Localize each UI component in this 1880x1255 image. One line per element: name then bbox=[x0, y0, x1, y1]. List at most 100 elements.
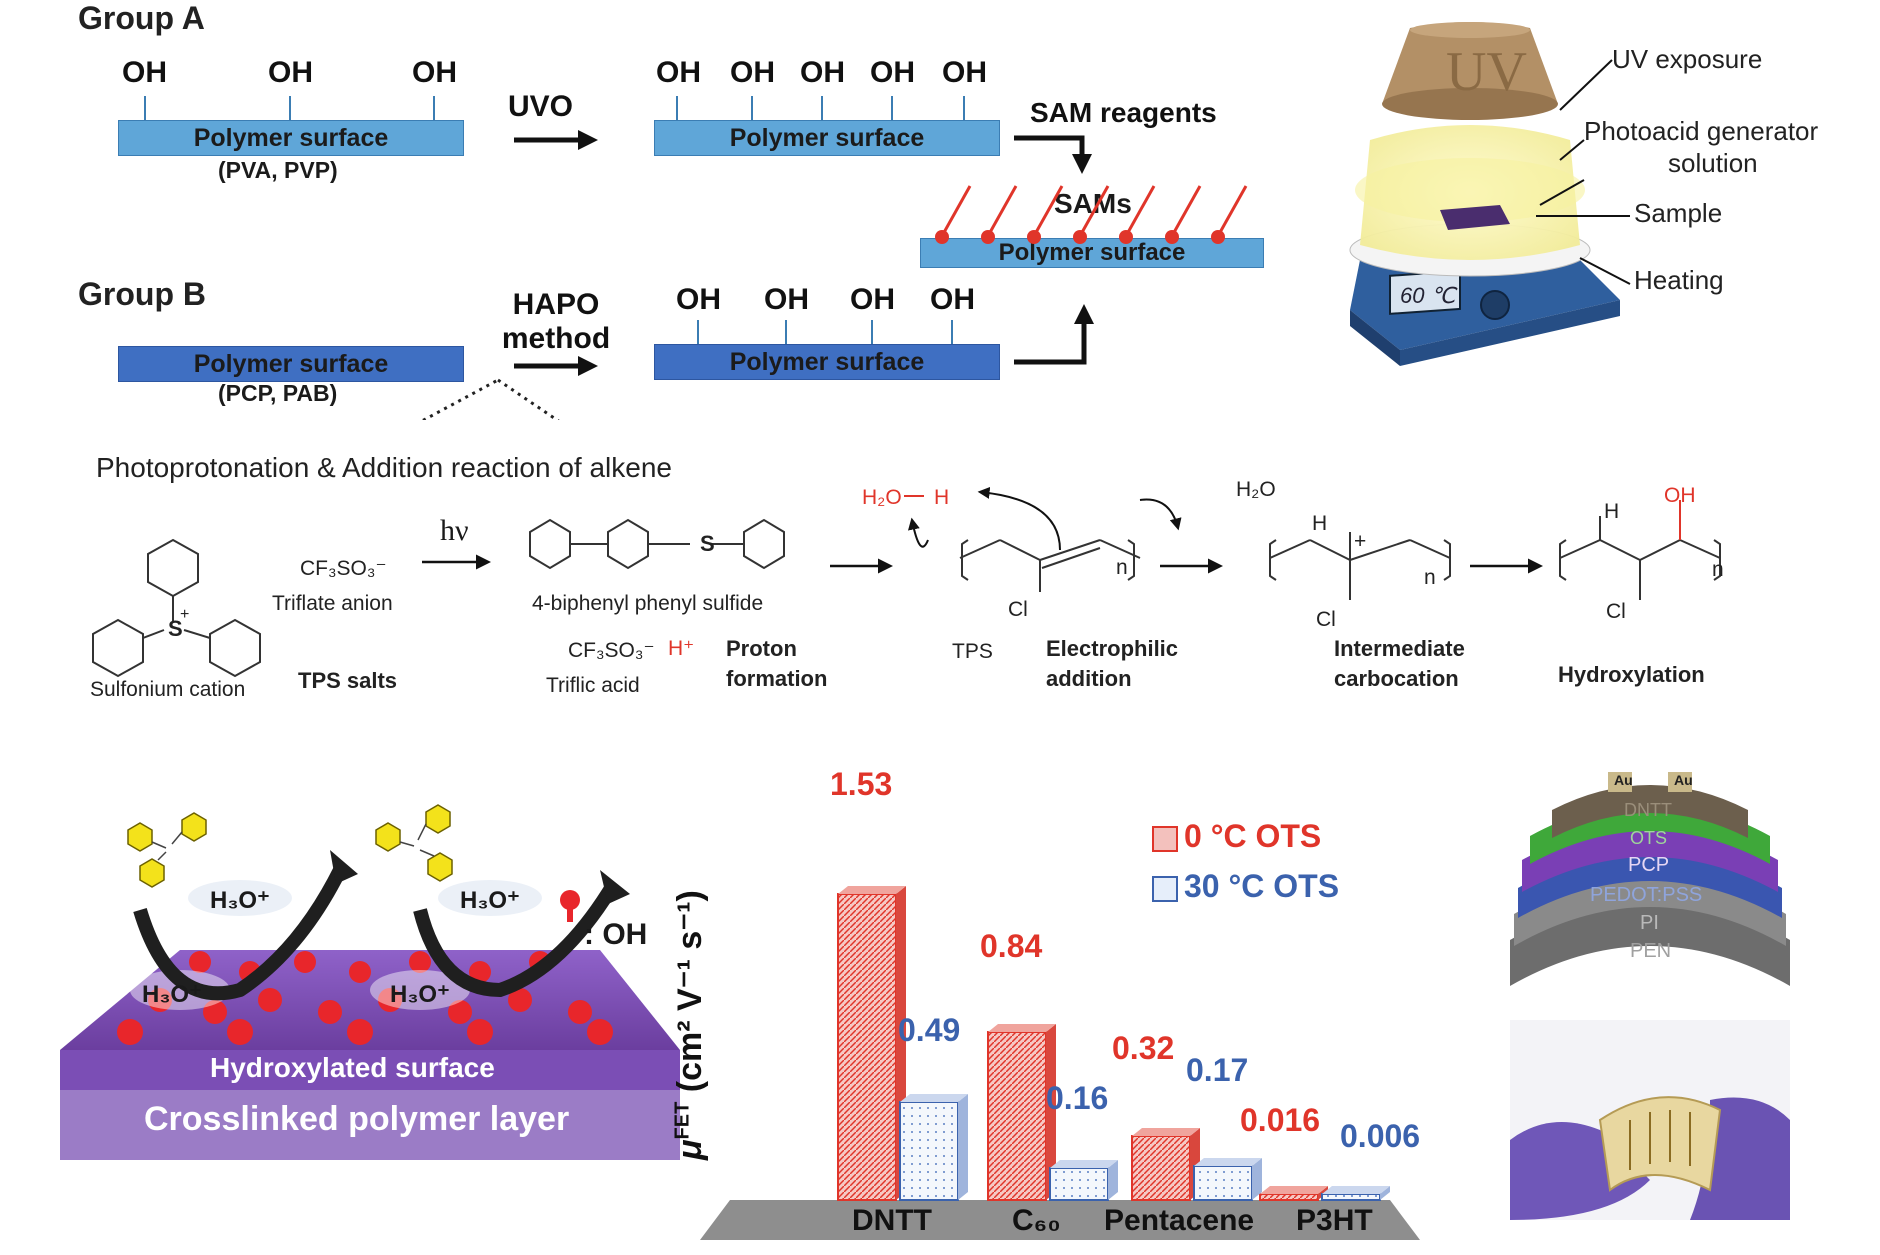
device-in-hand-photo bbox=[1510, 1020, 1790, 1220]
bar-ots-30c bbox=[1049, 1160, 1118, 1201]
bar-ots-30c bbox=[899, 1094, 968, 1201]
polymer-surface-b: Polymer surface bbox=[118, 346, 464, 382]
heater-temp: 60 ℃ bbox=[1400, 283, 1456, 308]
hydronium-h: H bbox=[934, 486, 950, 509]
category-label: Pentacene bbox=[1104, 1204, 1255, 1237]
polymer3-cl: Cl bbox=[1606, 600, 1626, 623]
bar-ots-30c bbox=[1321, 1186, 1390, 1201]
triflic-label: Triflic acid bbox=[546, 674, 640, 697]
mechanism-title: Photoprotonation & Addition reaction of … bbox=[96, 452, 672, 483]
layer-label-pen: PEN bbox=[1630, 940, 1672, 962]
value-label: 0.49 bbox=[898, 1012, 961, 1048]
triflic-h-plus: H⁺ bbox=[668, 637, 695, 660]
polymer2-h: H bbox=[1312, 512, 1328, 535]
label-photoacid: Photoacid generator bbox=[1584, 116, 1819, 146]
sulfonium-s: S bbox=[168, 616, 183, 641]
value-label: 1.53 bbox=[830, 766, 893, 802]
water-formula: H₂O bbox=[1236, 478, 1276, 501]
value-label: 0.32 bbox=[1112, 1030, 1175, 1066]
category-label: C₆₀ bbox=[1012, 1204, 1061, 1237]
y-label-mu: μ bbox=[671, 1139, 709, 1160]
category-label: DNTT bbox=[852, 1204, 932, 1237]
hv-label: hν bbox=[440, 514, 469, 547]
sam-reagents-label: SAM reagents bbox=[1030, 97, 1217, 128]
polymer1-n: n bbox=[1116, 556, 1128, 579]
oh-label: OH bbox=[676, 283, 721, 316]
oh-label: OH bbox=[122, 56, 167, 89]
h3o-label: H₃O⁺ bbox=[460, 887, 520, 914]
bar-ots-0c bbox=[1131, 1128, 1200, 1201]
arrow-up-to-sam bbox=[1014, 304, 1094, 365]
legend-swatch-0c bbox=[1152, 826, 1178, 852]
polymer2-n: n bbox=[1424, 566, 1436, 589]
polymer-surface-a-treated: Polymer surface bbox=[654, 120, 1000, 156]
arrow-to-sam bbox=[1014, 135, 1092, 174]
polymer1-cl: Cl bbox=[1008, 598, 1028, 621]
h3o-label: H₃O⁺ bbox=[390, 981, 450, 1008]
group-b-title: Group B bbox=[78, 276, 206, 312]
hydronium-formula: H₂O bbox=[862, 486, 902, 509]
electrode-label: Au bbox=[1614, 772, 1633, 788]
uv-lamp-label: UV bbox=[1446, 41, 1527, 103]
oh-label: OH bbox=[268, 56, 313, 89]
intermediate-label-2: carbocation bbox=[1334, 666, 1459, 691]
mobility-bar-chart bbox=[700, 886, 1420, 1240]
legend-label-30c: 30 °C OTS bbox=[1184, 868, 1340, 904]
sample-chip bbox=[1440, 205, 1510, 230]
h3o-label: H₃O⁺ bbox=[142, 981, 202, 1008]
h3o-label: H₃O⁺ bbox=[210, 887, 270, 914]
polymer3-oh: OH bbox=[1664, 484, 1696, 507]
layer-label-pcp: PCP bbox=[1628, 854, 1670, 876]
apparatus-leader-lines bbox=[1536, 59, 1631, 285]
category-label: P3HT bbox=[1296, 1204, 1373, 1237]
electrophilic-label-1: Electrophilic bbox=[1046, 636, 1179, 661]
proton-label-1: Proton bbox=[726, 636, 797, 661]
sulfide-label: 4-biphenyl phenyl sulfide bbox=[532, 592, 764, 615]
oh-label: OH bbox=[412, 56, 457, 89]
polymer-surface-b-treated: Polymer surface bbox=[654, 344, 1000, 380]
label-uv-exposure: UV exposure bbox=[1612, 44, 1763, 74]
polymer2-cl: Cl bbox=[1316, 608, 1336, 631]
polymer3-n: n bbox=[1712, 558, 1724, 581]
hydroxylated-surface-illustration bbox=[60, 804, 680, 1160]
polymer-surface-a: Polymer surface bbox=[118, 120, 464, 156]
polymer-surface-sam: Polymer surface bbox=[920, 238, 1264, 268]
crosslinked-layer-label: Crosslinked polymer layer bbox=[144, 1100, 570, 1138]
bar-ots-30c bbox=[1193, 1158, 1262, 1201]
uv-apparatus bbox=[1349, 22, 1620, 366]
oh-label: OH bbox=[930, 283, 975, 316]
value-label: 0.16 bbox=[1046, 1080, 1109, 1116]
oh-label: OH bbox=[800, 56, 845, 89]
value-label: 0.17 bbox=[1186, 1052, 1249, 1088]
label-sample: Sample bbox=[1634, 198, 1723, 228]
sulfonium-plus: + bbox=[180, 606, 190, 623]
oh-label: OH bbox=[764, 283, 809, 316]
oh-label: OH bbox=[942, 56, 987, 89]
materials-a: (PVA, PVP) bbox=[218, 157, 338, 183]
legend-swatch-30c bbox=[1152, 876, 1178, 902]
hapo-label-2: method bbox=[501, 322, 611, 355]
hydroxylation-label: Hydroxylation bbox=[1558, 662, 1705, 687]
proton-label-2: formation bbox=[726, 666, 828, 691]
value-label: 0.84 bbox=[980, 928, 1043, 964]
materials-b: (PCP, PAB) bbox=[218, 380, 338, 406]
bar-ots-0c bbox=[987, 1024, 1056, 1201]
layer-label-pedot: PEDOT:PSS bbox=[1590, 884, 1703, 906]
tps-label: TPS bbox=[952, 640, 993, 663]
sulfonium-label: Sulfonium cation bbox=[90, 678, 246, 701]
label-heating: Heating bbox=[1634, 265, 1724, 295]
value-label: 0.006 bbox=[1340, 1118, 1421, 1154]
legend-label-0c: 0 °C OTS bbox=[1184, 818, 1322, 854]
oh-legend: : OH bbox=[584, 918, 648, 951]
mechanism-callout-border bbox=[420, 378, 560, 420]
bar-ots-0c bbox=[1259, 1186, 1328, 1201]
polymer3-h: H bbox=[1604, 500, 1620, 523]
electrode-pad bbox=[1668, 772, 1692, 792]
heater-knob bbox=[1480, 290, 1510, 320]
y-label-unit: (cm² V⁻¹ s⁻¹) bbox=[671, 890, 709, 1102]
triflate-formula: CF₃SO₃⁻ bbox=[300, 557, 387, 580]
triflic-formula: CF₃SO₃⁻ bbox=[568, 639, 655, 662]
layer-label-ots: OTS bbox=[1630, 828, 1668, 848]
electrode-label: Au bbox=[1674, 772, 1693, 788]
label-solution: solution bbox=[1668, 148, 1758, 178]
